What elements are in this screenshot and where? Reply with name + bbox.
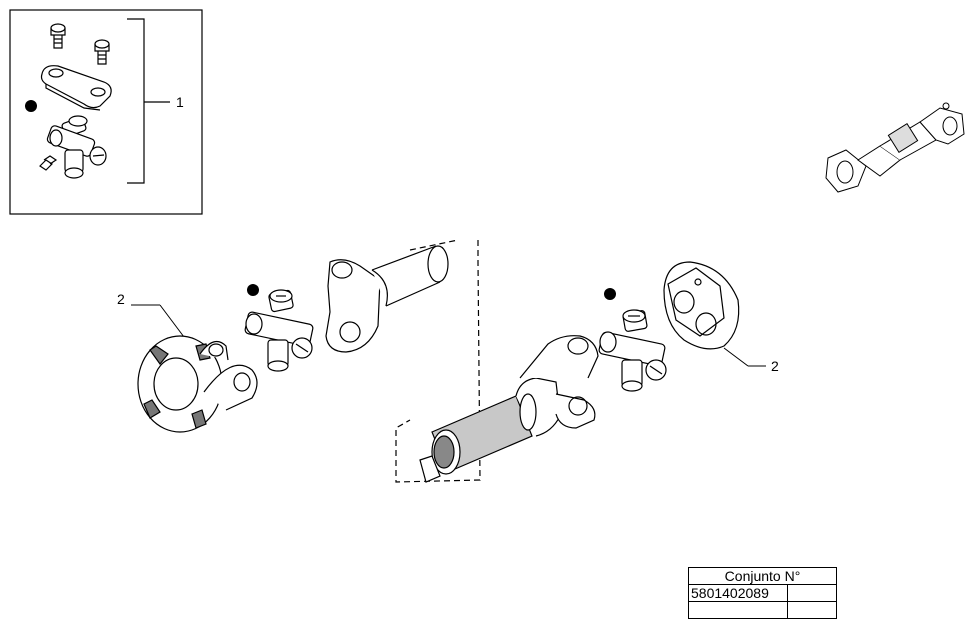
kit-bracket [127,18,145,184]
table-cell: 5801402089 [688,584,788,602]
strap [40,65,112,111]
table-cell [688,601,788,619]
flange-right: 2 [663,261,779,374]
kit-inset: 1 [9,9,203,215]
yoke-tube-upper [325,239,481,483]
table-row [688,601,837,619]
yoke-tube-lower [419,335,599,483]
bullet-right [604,288,616,300]
assembly-number-table: Conjunto N° 5801402089 [688,567,837,619]
cross-journal-kit [46,115,107,179]
callout-1: 1 [176,94,184,110]
bolt-2 [94,39,110,65]
callout-2-left: 2 [117,291,125,307]
table-cell [787,601,837,619]
table-row: 5801402089 [688,584,837,602]
cross-journal-right [598,309,667,392]
clip [39,155,58,171]
table-header: Conjunto N° [688,567,837,585]
callout-2-right: 2 [771,358,779,374]
cross-journal-left [244,289,314,372]
bolt-1 [50,23,66,49]
inset-frame [9,9,203,215]
flange-left: 2 [117,291,258,433]
reference-shaft [825,102,965,193]
bullet-kit [25,100,37,112]
bullet-left [247,284,259,296]
table-cell [787,584,837,602]
